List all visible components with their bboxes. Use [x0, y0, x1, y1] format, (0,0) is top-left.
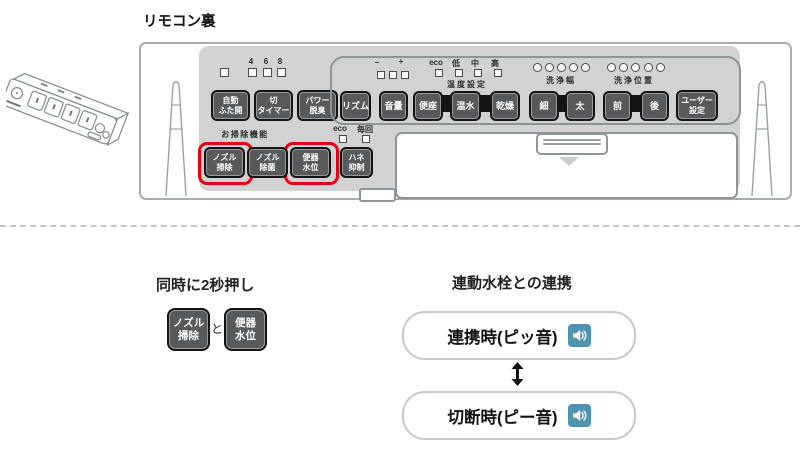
seat-temp-button[interactable]: 便座	[413, 91, 443, 121]
wash-width-led-1	[533, 63, 542, 72]
remote-front-illustration	[6, 72, 130, 147]
temp-led-high	[494, 69, 502, 77]
eco-label: eco	[333, 124, 347, 133]
wash-width-led-5	[581, 63, 590, 72]
everytime-led	[362, 135, 370, 143]
minus-label: −	[374, 58, 380, 67]
power-led-indicator	[220, 68, 229, 77]
wash-pos-led-3	[631, 63, 640, 72]
temp-led-low	[455, 69, 463, 77]
wash-position-caption: 洗浄位置	[614, 76, 654, 85]
temp-eco-label: eco	[429, 58, 443, 67]
temp-mid-label: 中	[471, 59, 479, 68]
wash-width-caption: 洗浄幅	[546, 76, 576, 85]
open-direction-arrow-icon	[559, 157, 579, 166]
splash-suppression-button[interactable]: ハネ 抑制	[340, 147, 373, 178]
wash-width-led-3	[557, 63, 566, 72]
wash-pos-led-4	[644, 63, 653, 72]
mount-prong-left-icon	[165, 80, 187, 197]
battery-latch[interactable]	[536, 133, 608, 155]
cover-tab	[359, 188, 396, 202]
led-label-4: 4	[248, 57, 254, 66]
temp-low-label: 低	[452, 59, 460, 68]
conjunction-label: と	[211, 322, 224, 336]
temp-setting-caption: 温度設定	[447, 80, 487, 89]
position-back-button[interactable]: 後	[640, 91, 669, 121]
temp-led-eco	[435, 69, 443, 77]
eco-led	[339, 135, 347, 143]
nozzle-clean-button-small[interactable]: ノズル 掃除	[167, 308, 210, 351]
led-8	[277, 68, 286, 77]
speaker-icon	[567, 404, 591, 427]
plus-label: +	[398, 57, 404, 66]
led-6	[263, 68, 272, 77]
wash-width-led-2	[545, 63, 554, 72]
dryer-button[interactable]: 乾燥	[490, 91, 520, 121]
wash-settings-group-outline	[330, 56, 741, 125]
nozzle-clean-button[interactable]: ノズル 掃除	[204, 147, 245, 178]
user-settings-button[interactable]: ユーザー 設定	[676, 90, 718, 121]
everytime-label: 毎回	[357, 125, 373, 134]
wash-thick-button[interactable]: 太	[565, 91, 595, 121]
linked-sound-label: 連携時(ピッ音)	[447, 328, 558, 347]
linked-sound-pill[interactable]: 連携時(ピッ音)	[402, 311, 636, 360]
led-4	[248, 68, 257, 77]
speaker-icon	[567, 324, 591, 347]
bowl-water-level-button-small[interactable]: 便器 水位	[224, 308, 267, 351]
section-divider	[0, 225, 800, 227]
temp-high-label: 高	[491, 59, 499, 68]
auto-lid-open-button[interactable]: 自動 ふた開	[211, 90, 250, 121]
disconnected-sound-pill[interactable]: 切断時(ピー音)	[402, 391, 636, 440]
faucet-linkage-title: 連動水栓との連携	[452, 275, 572, 292]
cleaning-functions-caption: お掃除機能	[221, 130, 269, 139]
mount-prong-right-icon	[751, 80, 773, 197]
rhythm-button[interactable]: リズム	[340, 91, 371, 121]
volume-led-3	[401, 71, 409, 79]
up-down-arrow-icon	[511, 362, 524, 386]
volume-led-2	[389, 71, 397, 79]
bowl-water-level-button[interactable]: 便器 水位	[290, 147, 331, 178]
volume-button[interactable]: 音量	[379, 91, 408, 121]
volume-led-1	[377, 71, 385, 79]
led-label-8: 8	[277, 57, 283, 66]
wash-thin-button[interactable]: 細	[529, 91, 559, 121]
simultaneous-press-title: 同時に2秒押し	[156, 277, 255, 294]
nozzle-sterilize-button[interactable]: ノズル 除菌	[247, 147, 288, 178]
off-timer-button[interactable]: 切 タイマー	[254, 90, 293, 121]
wash-pos-led-1	[607, 63, 616, 72]
led-label-6: 6	[263, 57, 269, 66]
disconnected-sound-label: 切断時(ピー音)	[447, 408, 558, 427]
wash-pos-led-2	[619, 63, 628, 72]
battery-cover	[395, 132, 738, 199]
wash-pos-led-5	[656, 63, 665, 72]
temp-led-mid	[474, 69, 482, 77]
warm-water-button[interactable]: 温水	[450, 91, 481, 121]
page-title: リモコン裏	[143, 14, 216, 30]
position-front-button[interactable]: 前	[603, 91, 632, 121]
remote-back-body: 4 6 8 自動 ふた開 切 タイマー パワー 脱臭 お掃除機能 ノズル 掃除 …	[139, 42, 792, 202]
wash-width-led-4	[569, 63, 578, 72]
